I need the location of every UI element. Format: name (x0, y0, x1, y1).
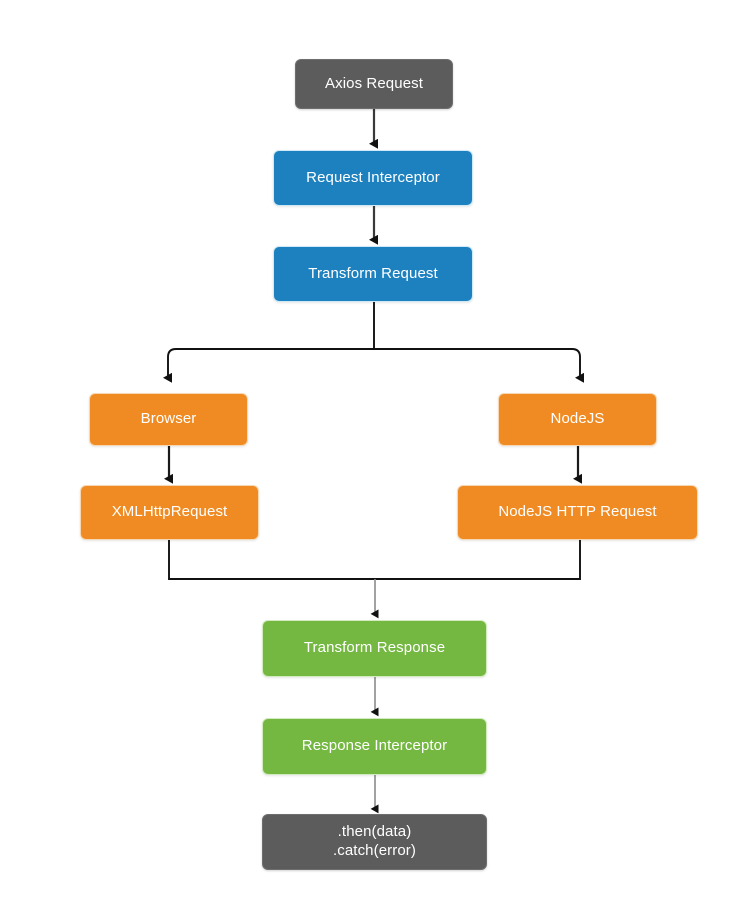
node-xmlhttprequest[interactable]: XMLHttpRequest (80, 485, 259, 540)
node-axios-request[interactable]: Axios Request (295, 59, 453, 109)
node-nodejs-http-request[interactable]: NodeJS HTTP Request (457, 485, 698, 540)
node-then-catch[interactable]: .then(data) .catch(error) (262, 814, 487, 870)
node-transform-request[interactable]: Transform Request (273, 246, 473, 302)
node-transform-response[interactable]: Transform Response (262, 620, 487, 677)
node-request-interceptor[interactable]: Request Interceptor (273, 150, 473, 206)
edge-transform-request-split (163, 302, 584, 383)
node-response-interceptor[interactable]: Response Interceptor (262, 718, 487, 775)
edge-branches-merge-to-transform-response (168, 540, 581, 619)
node-browser[interactable]: Browser (89, 393, 248, 446)
node-nodejs[interactable]: NodeJS (498, 393, 657, 446)
